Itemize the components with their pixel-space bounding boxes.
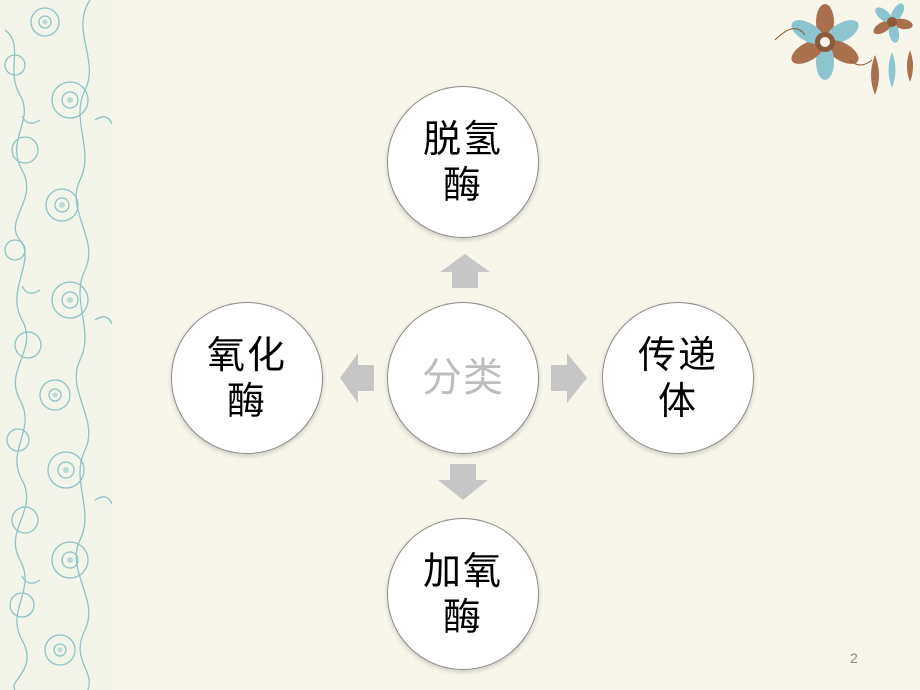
arrow-down [438, 464, 488, 500]
node-center: 分类 [387, 302, 539, 454]
node-right: 传递体 [602, 302, 754, 454]
arrow-right [551, 353, 587, 403]
floral-border-decoration [0, 0, 112, 690]
node-top-label: 脱氢酶 [422, 117, 503, 207]
node-top: 脱氢酶 [387, 86, 539, 238]
arrow-up [440, 254, 490, 288]
corner-flower-decoration [774, 3, 913, 95]
slide-number: 2 [850, 650, 858, 666]
node-right-label: 传递体 [637, 333, 718, 423]
node-left: 氧化酶 [171, 302, 323, 454]
node-center-label: 分类 [422, 355, 504, 401]
node-bottom-label: 加氧酶 [422, 549, 503, 639]
arrow-left [340, 353, 374, 403]
node-bottom: 加氧酶 [387, 518, 539, 670]
node-left-label: 氧化酶 [206, 333, 287, 423]
